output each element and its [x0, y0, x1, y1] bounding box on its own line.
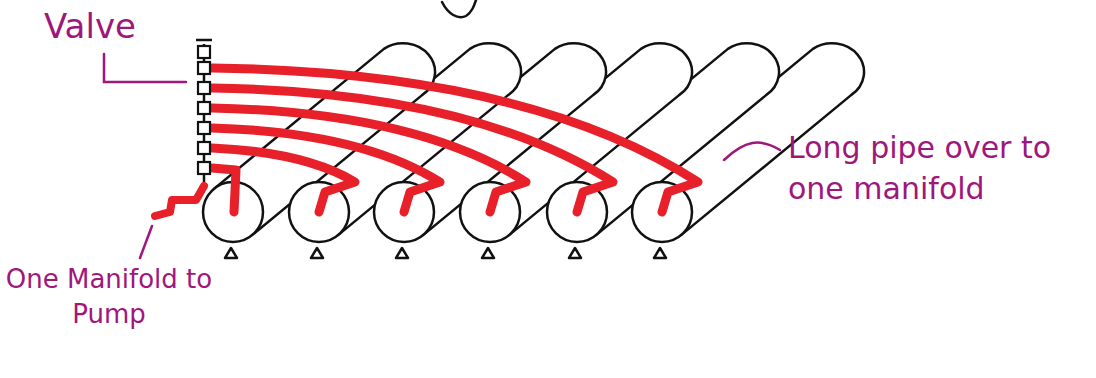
leader-line	[104, 54, 186, 82]
red-pipe	[212, 88, 613, 212]
red-pipe	[212, 148, 355, 212]
valve-symbol	[198, 142, 210, 154]
red-pipe	[212, 168, 236, 212]
tank-foot	[569, 248, 581, 258]
tank-foot	[225, 248, 237, 258]
tank-foot	[311, 248, 323, 258]
valve-symbol	[198, 122, 210, 134]
manifold	[196, 40, 212, 186]
annotation-label: Valve	[44, 4, 174, 50]
tank-foot	[396, 248, 408, 258]
valve-symbol	[198, 102, 210, 114]
leader-line	[724, 143, 780, 160]
leader-line	[140, 226, 152, 258]
sketch-stroke	[442, 0, 476, 17]
annotation-label: Long pipe over to one manifold	[788, 128, 1088, 209]
valve-symbol	[198, 162, 210, 174]
tank-foot	[654, 248, 666, 258]
red-pipe	[212, 68, 698, 212]
valve-symbol	[198, 46, 210, 58]
red-pipe	[212, 128, 440, 212]
annotation-label: One Manifold to Pump	[4, 262, 214, 332]
pump-pipe	[155, 186, 204, 216]
tank-foot	[482, 248, 494, 258]
valve-symbol	[198, 62, 210, 74]
valve-symbol	[198, 82, 210, 94]
